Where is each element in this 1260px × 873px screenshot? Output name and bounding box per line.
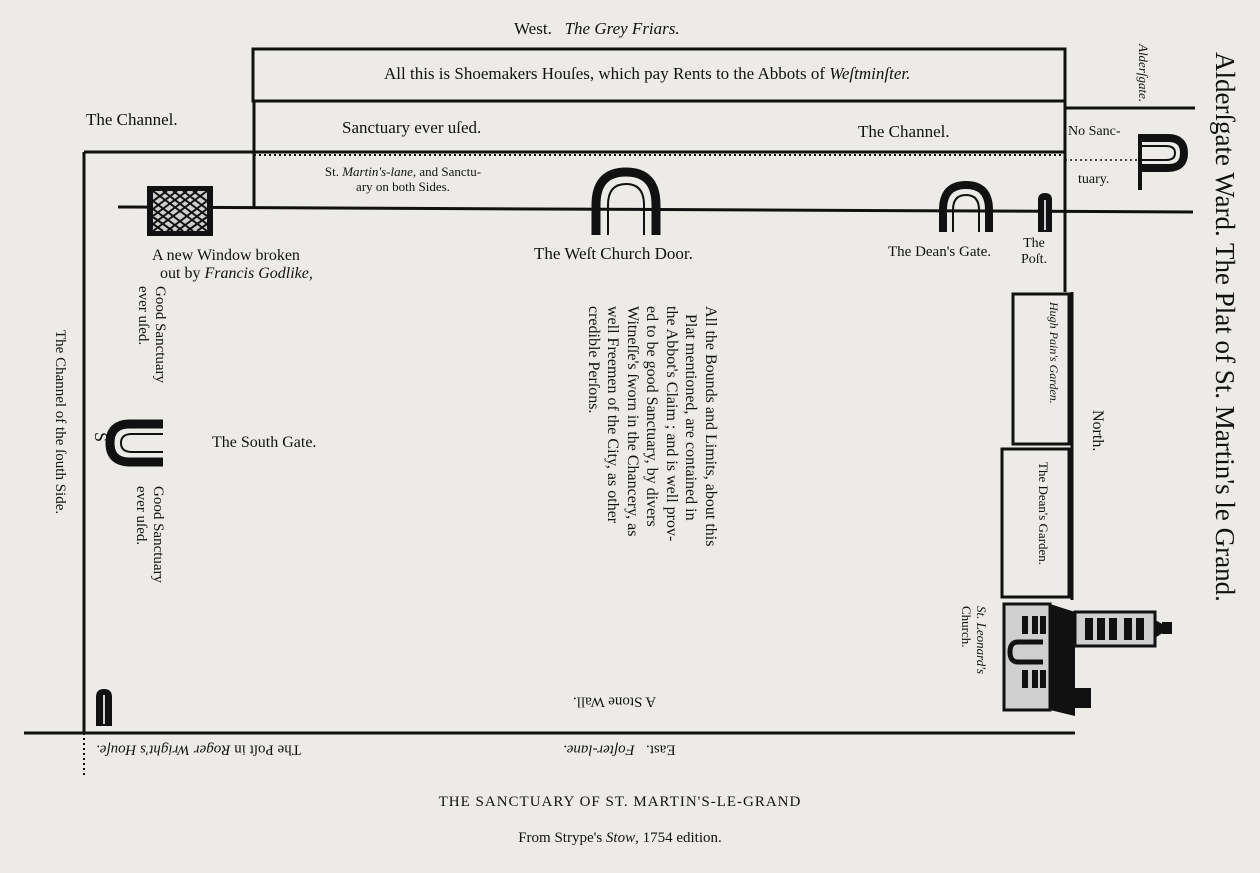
sanctuary-ever-used-label: Sanctuary ever uſed. bbox=[342, 118, 482, 137]
no-sanctuary-label-line2: tuary. bbox=[1078, 172, 1110, 187]
window-icon bbox=[147, 186, 213, 236]
compass-east: East. bbox=[646, 741, 676, 758]
south-gate-icon bbox=[105, 419, 163, 467]
new-window-label: A new Window broken out by Francis Godli… bbox=[152, 247, 313, 283]
roger-wright-post-icon bbox=[96, 689, 112, 726]
st-leonards-church-icon bbox=[1002, 602, 1172, 716]
east-foster-lane-label: East. Foſter-lane. bbox=[563, 741, 676, 758]
caption-source: From Strype's Stow, 1754 edition. bbox=[518, 830, 722, 846]
west-and-grey-friars-label: West. The Grey Friars. bbox=[514, 19, 680, 39]
channel-south-label: The Channel of the ſouth Side. bbox=[52, 330, 68, 515]
deans-gate-label: The Dean's Gate. bbox=[888, 244, 992, 260]
south-marker: S bbox=[91, 432, 111, 443]
west-church-door-label: The Weſt Church Door. bbox=[534, 244, 693, 263]
north-label: North. bbox=[1089, 410, 1106, 452]
hugh-pain-garden-label: Hugh Pain's Garden. bbox=[1047, 302, 1061, 404]
compass-west: West. bbox=[514, 19, 552, 38]
stone-wall-label: A Stone Wall. bbox=[573, 693, 657, 710]
channel-west-label: The Channel. bbox=[86, 110, 178, 129]
channel-mid-label: The Channel. bbox=[858, 122, 950, 141]
south-gate-label: The South Gate. bbox=[212, 434, 317, 451]
post-icon bbox=[1038, 193, 1052, 232]
hugh-pain-garden-box bbox=[1011, 292, 1071, 446]
shoemakers-label: All this is Shoemakers Houſes, which pay… bbox=[384, 64, 911, 83]
aldersgate-label: Alderſgate. bbox=[1136, 44, 1151, 103]
deans-garden-box bbox=[1000, 447, 1071, 599]
no-sanctuary-label-line1: No Sanc- bbox=[1068, 124, 1121, 139]
aldersgate-gate-icon bbox=[1138, 134, 1189, 190]
deans-gate-icon bbox=[939, 180, 993, 232]
grey-friars-label: The Grey Friars. bbox=[564, 19, 680, 38]
deans-garden-label: The Dean's Garden. bbox=[1036, 462, 1051, 566]
plat-side-title: Alderſgate Ward. The Plat of St. Martin'… bbox=[1210, 52, 1240, 602]
bounds-text-block: All the Bounds and Limits, about this Pl… bbox=[585, 306, 719, 547]
roger-wright-post-label: The Poſt in Roger Wright's Houſe. bbox=[96, 741, 301, 758]
caption-title: THE SANCTUARY OF ST. MARTIN'S-LE-GRAND bbox=[438, 794, 802, 810]
west-church-door-icon bbox=[591, 167, 661, 235]
martins-lane-label: St. Martin's-lane, and Sanctu-ary on bot… bbox=[324, 164, 482, 194]
